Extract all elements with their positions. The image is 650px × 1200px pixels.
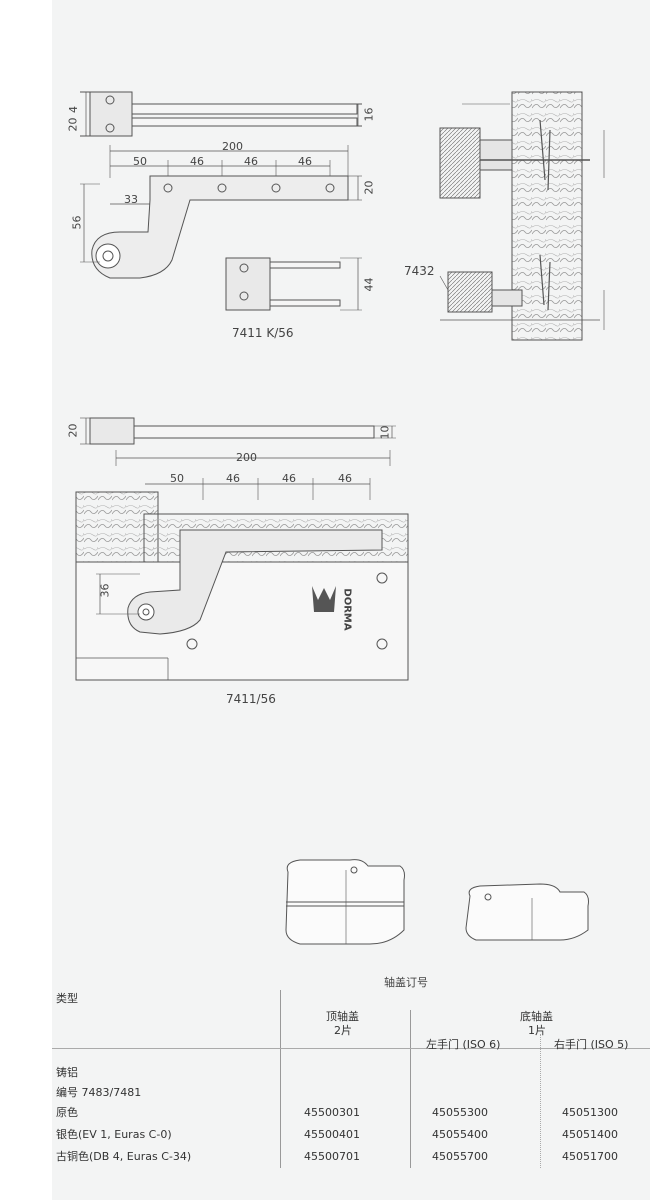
row-right-code: 45051700 bbox=[562, 1150, 618, 1163]
row-left-code: 45055700 bbox=[432, 1150, 488, 1163]
header-type: 类型 bbox=[56, 992, 78, 1005]
row-top-code: 45500301 bbox=[304, 1106, 360, 1119]
brand-dorma: DORMA bbox=[341, 588, 353, 631]
dim-spacing-3-top: 46 bbox=[298, 155, 312, 168]
dim-spacing-2-bottom: 46 bbox=[282, 472, 296, 485]
dim-spacing-first-bottom: 50 bbox=[170, 472, 184, 485]
header-top-cap: 顶轴盖 bbox=[326, 1010, 359, 1023]
row-left-code: 45055300 bbox=[432, 1106, 488, 1119]
row-label: 银色(EV 1, Euras C-0) bbox=[56, 1128, 172, 1141]
dim-left-20-top: 20 bbox=[66, 117, 80, 132]
dim-spacing-2-top: 46 bbox=[244, 155, 258, 168]
table-divider-1 bbox=[280, 990, 281, 1168]
row-label: 古铜色(DB 4, Euras C-34) bbox=[56, 1150, 192, 1163]
bottom-pivot-arm-drawing bbox=[75, 417, 409, 681]
caption-7411k56: 7411 K/56 bbox=[232, 326, 294, 340]
dim-block-44-top: 44 bbox=[362, 277, 376, 292]
dim-overall-width-bottom: 200 bbox=[236, 451, 257, 464]
table-header-rule bbox=[52, 1048, 650, 1049]
table-divider-3 bbox=[540, 1034, 541, 1168]
dim-spacing-first-top: 50 bbox=[133, 155, 147, 168]
dim-spacing-3-bottom: 46 bbox=[338, 472, 352, 485]
top-pivot-arm-drawing bbox=[80, 91, 362, 311]
row-label: 原色 bbox=[56, 1106, 78, 1119]
dim-pivot-36-bottom: 36 bbox=[98, 583, 112, 598]
header-left-door: 左手门 (ISO 6) bbox=[426, 1038, 501, 1051]
order-table: 类型 顶轴盖 2片 底轴盖 1片 左手门 (ISO 6) 右手门 (ISO 5)… bbox=[52, 990, 650, 1200]
dim-left-20-bottom: 20 bbox=[66, 423, 80, 438]
row-left-code: 45055400 bbox=[432, 1128, 488, 1141]
row-right-code: 45051400 bbox=[562, 1128, 618, 1141]
material-label: 铸铝 bbox=[56, 1066, 78, 1079]
dim-arm-20-top: 20 bbox=[362, 180, 376, 195]
table-divider-2 bbox=[410, 1010, 411, 1168]
header-bottom-cap: 底轴盖 bbox=[520, 1010, 553, 1023]
dim-height-top: 56 bbox=[70, 215, 84, 230]
part-label-7432: 7432 bbox=[404, 264, 435, 278]
row-top-code: 45500701 bbox=[304, 1150, 360, 1163]
dim-spacing-1-top: 46 bbox=[190, 155, 204, 168]
axle-cap-drawings bbox=[285, 859, 589, 945]
dim-left-4-top: 4 bbox=[67, 106, 80, 113]
side-section-drawing bbox=[439, 91, 605, 341]
header-top-qty: 2片 bbox=[334, 1024, 352, 1037]
header-right-door: 右手门 (ISO 5) bbox=[554, 1038, 629, 1051]
dim-overall-width-top: 200 bbox=[222, 140, 243, 153]
dim-right-16-top: 16 bbox=[362, 107, 376, 122]
dim-offset-top: 33 bbox=[124, 193, 138, 206]
technical-drawing bbox=[75, 91, 605, 945]
table-title: 轴盖订号 bbox=[384, 976, 428, 989]
row-right-code: 45051300 bbox=[562, 1106, 618, 1119]
dim-right-10-bottom: 10 bbox=[378, 425, 392, 440]
dim-spacing-1-bottom: 46 bbox=[226, 472, 240, 485]
row-top-code: 45500401 bbox=[304, 1128, 360, 1141]
header-bottom-qty: 1片 bbox=[528, 1024, 546, 1037]
caption-7411-56: 7411/56 bbox=[226, 692, 276, 706]
model-label: 编号 7483/7481 bbox=[56, 1086, 142, 1099]
